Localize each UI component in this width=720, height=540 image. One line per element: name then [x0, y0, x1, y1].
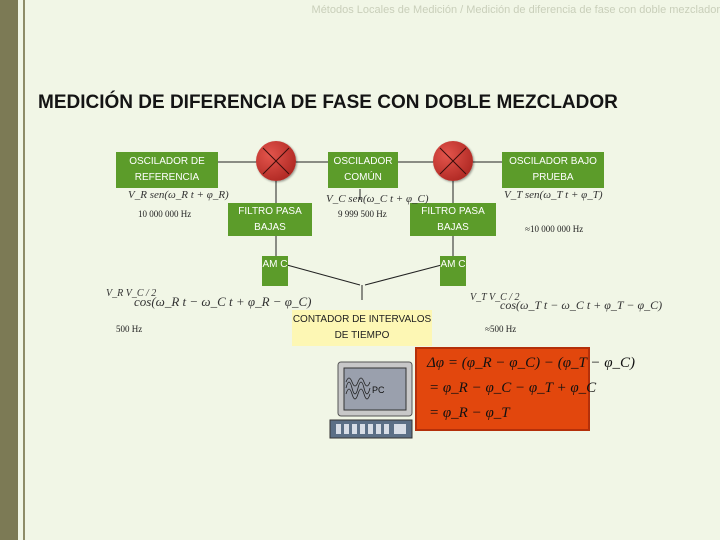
freq-prueba: ≈10 000 000 Hz	[525, 224, 584, 234]
contador-label: CONTADOR DE INTERVALOS DE TIEMPO	[292, 314, 432, 341]
filtro-1-label: FILTRO PASA BAJAS	[238, 206, 302, 233]
pc-computer-icon	[329, 361, 413, 439]
am-c-2-block: AM C	[440, 256, 466, 286]
equation-line-3: = φ_R − φ_T	[429, 405, 510, 421]
freq-referencia: 10 000 000 Hz	[138, 209, 192, 219]
oscilador-referencia-label: OSCILADOR DE REFERENCIA	[129, 156, 205, 183]
equation-line-2: = φ_R − φ_C − φ_T + φ_C	[429, 380, 597, 396]
filtro-pasa-bajas-1-block: FILTRO PASA BAJAS	[228, 203, 312, 236]
oscilador-prueba-block: OSCILADOR BAJO PRUEBA	[502, 152, 604, 188]
contador-intervalos-block: CONTADOR DE INTERVALOS DE TIEMPO	[292, 310, 432, 346]
oscilador-referencia-block: OSCILADOR DE REFERENCIA	[116, 152, 218, 188]
beat-1-coefficient: V_R V_C / 2	[106, 288, 157, 299]
oscilador-comun-label: OSCILADOR COMÚN	[333, 156, 393, 183]
am-c-2-label: AM C	[440, 259, 466, 270]
slide-sidebar-line	[23, 0, 25, 540]
freq-beat-2: ≈500 Hz	[485, 324, 517, 334]
freq-beat-1: 500 Hz	[116, 324, 143, 334]
filtro-pasa-bajas-2-block: FILTRO PASA BAJAS	[410, 203, 496, 236]
beat-2-cosine: cos(ω_T t − ω_C t + φ_T − φ_C)	[500, 298, 663, 312]
slide-title: MEDICIÓN DE DIFERENCIA DE FASE CON DOBLE…	[38, 92, 618, 113]
beat-2-coefficient: V_T V_C / 2	[470, 292, 520, 303]
am-c-1-label: AM C	[262, 259, 288, 270]
equation-line-1: Δφ = (φ_R − φ_C) − (φ_T − φ_C)	[427, 355, 636, 371]
slide-sidebar-bar	[0, 0, 18, 540]
signal-prueba: V_T sen(ω_T t + φ_T)	[504, 189, 603, 201]
freq-comun: 9 999 500 Hz	[338, 209, 387, 219]
filtro-2-label: FILTRO PASA BAJAS	[421, 206, 485, 233]
am-c-1-block: AM C	[262, 256, 288, 286]
oscilador-prueba-label: OSCILADOR BAJO PRUEBA	[509, 156, 597, 183]
signal-referencia: V_R sen(ω_R t + φ_R)	[128, 189, 229, 201]
oscilador-comun-block: OSCILADOR COMÚN	[328, 152, 398, 188]
phase-difference-equation-box: Δφ = (φ_R − φ_C) − (φ_T − φ_C) = φ_R − φ…	[415, 347, 635, 431]
signal-comun: V_C sen(ω_C t + φ_C)	[326, 193, 429, 205]
beat-1-cosine: cos(ω_R t − ω_C t + φ_R − φ_C)	[134, 294, 312, 309]
pc-label: PC	[372, 385, 385, 395]
slide-header: Métodos Locales de Medición / Medición d…	[311, 4, 720, 16]
